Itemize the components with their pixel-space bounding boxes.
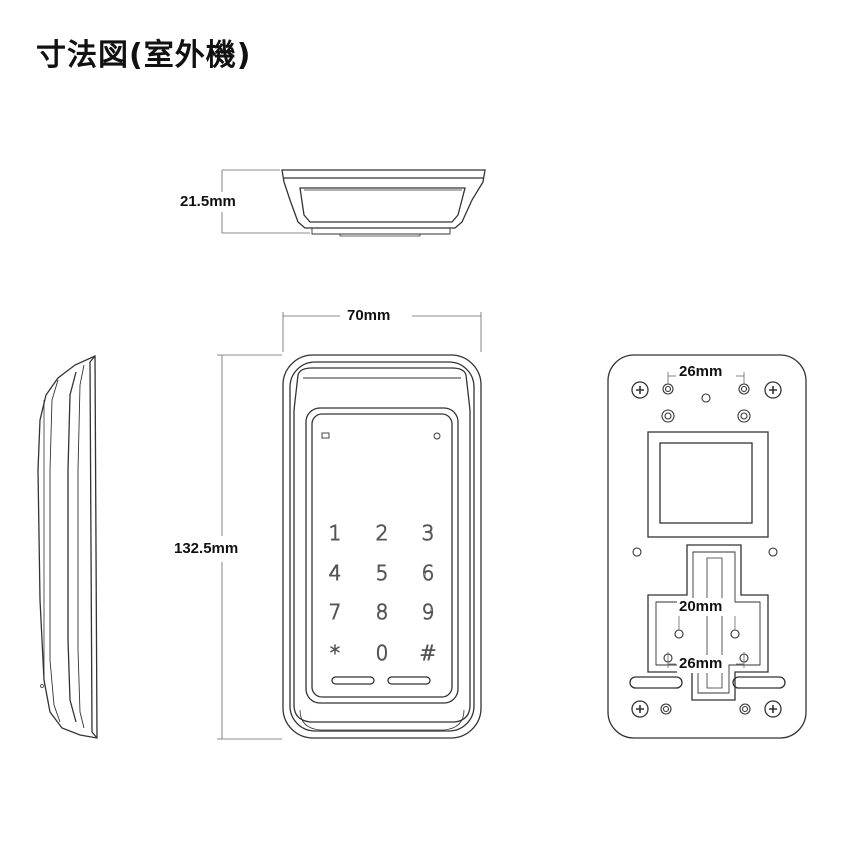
height-dimension-lines (217, 354, 282, 740)
keypad-key-7: 7 (328, 600, 342, 624)
keypad-key-1: 1 (328, 521, 342, 545)
plate-dimension-lines (667, 372, 745, 668)
screw-icon (764, 381, 782, 399)
screw-icon (764, 700, 782, 718)
keypad-key-4: 4 (328, 561, 342, 585)
depth-dimension-lines (221, 169, 310, 234)
screw-icon (631, 381, 649, 399)
mounting-holes (632, 383, 778, 715)
depth-dimension-label: 21.5mm (178, 193, 238, 211)
plate-inner-spacing-label: 20mm (677, 598, 725, 616)
keypad-key-0: 0 (375, 641, 389, 665)
plate-top-spacing-label: 26mm (677, 363, 725, 381)
width-dimension-label: 70mm (345, 307, 393, 325)
height-dimension-label: 132.5mm (172, 540, 241, 558)
keypad-key-hash: # (419, 641, 437, 665)
page-title: 寸法図(室外機) (36, 38, 252, 73)
keypad-key-9: 9 (421, 600, 435, 624)
keypad-key-5: 5 (375, 561, 389, 585)
plate-bottom-spacing-label: 26mm (677, 655, 725, 673)
keypad-key-3: 3 (421, 521, 435, 545)
top-view (281, 169, 486, 237)
width-dimension-lines (282, 312, 482, 352)
keypad-key-6: 6 (421, 561, 435, 585)
side-view (37, 354, 98, 739)
screw-icon (631, 700, 649, 718)
front-view (282, 354, 482, 739)
keypad-key-star: * (330, 641, 341, 665)
keypad-key-2: 2 (375, 521, 389, 545)
mounting-plate (607, 354, 807, 739)
keypad-key-8: 8 (375, 600, 389, 624)
